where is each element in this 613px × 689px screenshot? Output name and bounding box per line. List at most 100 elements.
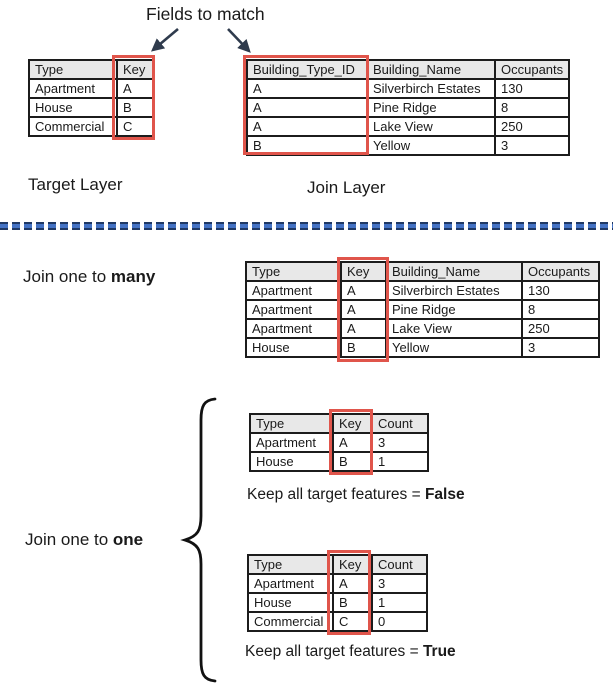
curly-brace [180,397,217,683]
table-cell: Silverbirch Estates [385,280,523,301]
table-cell: House [247,592,334,613]
table-cell: Apartment [245,280,342,301]
table-cell: Apartment [245,318,342,339]
table-cell: B [332,451,373,472]
table-cell: Yellow [385,337,523,358]
keep-false-caption-bold: False [424,486,465,503]
column-header: Key [332,554,373,575]
section-divider [0,222,613,230]
table-cell: B [246,135,368,156]
table-cell: C [332,611,373,632]
keep-true-caption-bold: True [422,643,456,660]
table-cell: B [332,592,373,613]
column-header: Count [371,554,428,575]
arrow-left-icon [151,28,179,52]
table-cell: 8 [521,299,600,320]
fields-to-match-arrows [151,28,251,53]
table-cell: Commercial [28,116,118,137]
join-one-to-one-label: Join one to one [25,530,143,550]
arrow-right-icon [227,28,251,53]
table-cell: A [246,97,368,118]
keep-true-caption-prefix: Keep all target features = [245,643,423,660]
column-header: Key [116,59,154,80]
table-cell: A [246,78,368,99]
column-header: Type [245,261,342,282]
table-cell: 130 [494,78,570,99]
join-one-to-many-label-bold: many [110,267,156,286]
table-cell: 1 [371,592,428,613]
table-cell: 1 [371,451,429,472]
table-cell: B [340,337,387,358]
table-cell: A [340,318,387,339]
target-layer-label: Target Layer [28,175,123,194]
table-cell: Commercial [247,611,334,632]
table-cell: A [246,116,368,137]
column-header: Count [371,413,429,434]
table-cell: 3 [371,573,428,594]
table-cell: Lake View [366,116,496,137]
table-cell: C [116,116,154,137]
column-header: Key [340,261,387,282]
column-header: Type [249,413,334,434]
table-cell: Apartment [245,299,342,320]
keep-false-caption: Keep all target features = False [247,486,465,504]
column-header: Occupants [521,261,600,282]
keep-false-caption-prefix: Keep all target features = [247,486,425,503]
table-cell: House [245,337,342,358]
table-cell: Apartment [249,432,334,453]
table-cell: 3 [494,135,570,156]
table-cell: A [332,432,373,453]
table-cell: House [249,451,334,472]
table-cell: Yellow [366,135,496,156]
join-one-to-one-label-prefix: Join one to [25,530,113,549]
join-one-to-many-label: Join one to many [23,267,155,287]
table-cell: 3 [521,337,600,358]
column-header: Building_Name [366,59,496,80]
column-header: Occupants [494,59,570,80]
table-cell: House [28,97,118,118]
column-header: Type [247,554,334,575]
join-one-to-many-label-prefix: Join one to [23,267,111,286]
table-cell: A [340,280,387,301]
column-header: Building_Type_ID [246,59,368,80]
column-header: Building_Name [385,261,523,282]
table-cell: A [340,299,387,320]
keep-true-caption: Keep all target features = True [245,643,456,661]
table-cell: Apartment [247,573,334,594]
table-cell: 3 [371,432,429,453]
table-cell: Apartment [28,78,118,99]
table-cell: 8 [494,97,570,118]
join-one-to-one-label-bold: one [112,530,144,549]
table-cell: B [116,97,154,118]
join-layer-label: Join Layer [307,178,386,197]
table-cell: 250 [494,116,570,137]
